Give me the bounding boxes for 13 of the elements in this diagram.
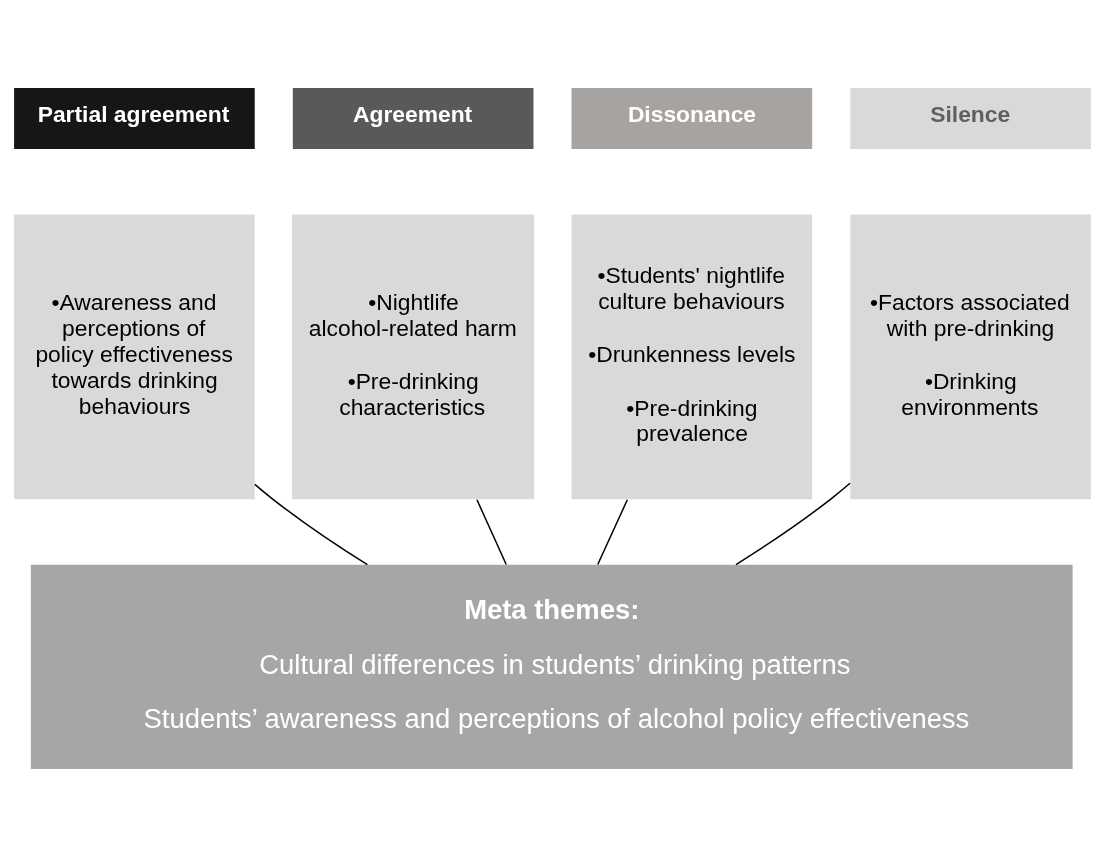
- node-box: Silence: [850, 87, 1091, 149]
- node-box: •Nightlife alcohol-related harm •Pre-drinking characteristics: [292, 214, 535, 499]
- connector: [476, 498, 507, 565]
- node-box: •Students' nightlife culture behaviours •Drunkenness levels •Pre-drinking prevalence: [571, 214, 813, 499]
- node-box: •Awareness and perceptions of policy effectiveness towards drinking behaviours: [14, 214, 255, 499]
- node-box: Meta themes: Cultural differences in students’ drinking patterns Students’ awareness and perceptions of alcohol policy effectiveness: [30, 564, 1073, 769]
- node-box: Agreement: [292, 87, 534, 149]
- node-box: •Factors associated with pre-drinking •Drinking environments: [850, 214, 1091, 499]
- connector: [597, 498, 629, 565]
- node-box: Dissonance: [571, 87, 813, 149]
- connector: [735, 482, 851, 565]
- connector: [254, 483, 369, 565]
- node-box: Partial agreement: [14, 87, 255, 149]
